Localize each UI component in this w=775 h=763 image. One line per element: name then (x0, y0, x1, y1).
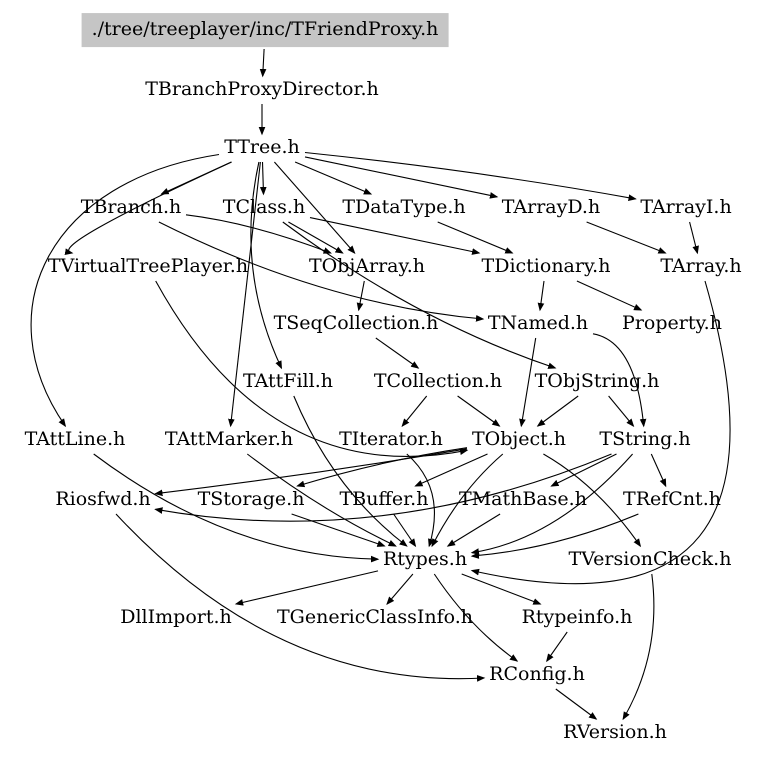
graph-edge-tdatatype-tdictionary (437, 221, 514, 254)
graph-edge-rconfig-rversion (555, 688, 598, 720)
graph-edge-ttree-tdatatype (294, 161, 373, 195)
graph-edge-tobjstring-tobject (536, 395, 579, 427)
graph-edge-tobject-tbuffer (414, 453, 488, 487)
graph-node-tdictionary[interactable]: TDictionary.h (481, 255, 611, 278)
graph-edge-ttree-tattline (30, 153, 220, 428)
graph-edge-tnamed-tobject (519, 337, 537, 428)
graph-edge-tarrayi-tarray (689, 221, 699, 255)
graph-edge-tstring-trefcnt (650, 453, 667, 488)
graph-edge-tobject-riosfwd (154, 448, 468, 497)
graph-node-tobject[interactable]: TObject.h (471, 428, 567, 451)
graph-edge-ttree-tarrayi (304, 151, 637, 201)
graph-node-tattmarker[interactable]: TAttMarker.h (164, 428, 294, 451)
graph-node-tarray[interactable]: TArray.h (660, 255, 742, 278)
graph-edge-tobject-tstorage (296, 447, 468, 488)
graph-node-tclass[interactable]: TClass.h (222, 196, 306, 219)
graph-node-tgenericclassinfo[interactable]: TGenericClassInfo.h (277, 606, 473, 629)
graph-edge-rtypes-rconfig (433, 573, 519, 662)
graph-node-dllimport[interactable]: DllImport.h (120, 606, 232, 629)
graph-edge-rtypes-rtypeinfo (461, 573, 542, 605)
graph-edge-tattfill-rtypes (293, 395, 408, 547)
graph-edge-titerator-rtypes (406, 453, 435, 548)
graph-edge-tarray-rtypes (470, 280, 731, 585)
graph-edge-ttree-tarrayd (304, 156, 499, 199)
graph-node-tvirtualtreeplayer[interactable]: TVirtualTreePlayer.h (47, 255, 249, 278)
graph-edge-tclass-tobjarray (288, 221, 344, 254)
graph-node-branchproxydirector[interactable]: TBranchProxyDirector.h (145, 78, 379, 101)
graph-node-trefcnt[interactable]: TRefCnt.h (623, 488, 721, 511)
graph-edge-riosfwd-rconfig (115, 513, 486, 682)
graph-edge-tdictionary-tnamed (537, 280, 545, 312)
graph-edge-ttree-tvirtualtreeplayer (64, 161, 232, 255)
graph-edge-friendproxy-branchproxydirector (259, 48, 267, 78)
graph-node-tarrayi[interactable]: TArrayI.h (640, 196, 732, 219)
graph-edge-tstring-riosfwd (154, 453, 612, 522)
graph-edge-tclass-tobjstring (282, 221, 557, 369)
graph-edge-tnamed-tstring (592, 333, 647, 428)
graph-edge-tdictionary-property (576, 280, 643, 311)
graph-edge-tobject-rtypes (431, 453, 504, 548)
graph-edge-tbranch-tnamed (158, 221, 485, 322)
graph-edge-ttree-tclass (259, 161, 267, 196)
graph-node-tcollection[interactable]: TCollection.h (373, 370, 503, 393)
graph-node-friendproxy: ./tree/treeplayer/inc/TFriendProxy.h (81, 13, 449, 47)
graph-edge-tobject-tversioncheck (543, 453, 642, 548)
graph-node-tobjstring[interactable]: TObjString.h (534, 370, 660, 393)
graph-node-tdatatype[interactable]: TDataType.h (342, 196, 466, 219)
graph-edge-tattline-rtypes (93, 453, 380, 563)
graph-edge-rtypeinfo-rconfig (546, 631, 568, 663)
graph-edge-tobjstring-tstring (608, 395, 635, 428)
graph-edge-tversioncheck-rversion (622, 573, 655, 721)
graph-edge-ttree-tattmarker (228, 161, 261, 428)
graph-node-tobjarray[interactable]: TObjArray.h (308, 255, 426, 278)
graph-node-tbranch[interactable]: TBranch.h (80, 196, 182, 219)
graph-edge-rtypes-dllimport (234, 570, 379, 606)
graph-edge-tclass-tdictionary (309, 217, 481, 255)
graph-node-riosfwd[interactable]: Riosfwd.h (55, 488, 151, 511)
graph-node-tstring[interactable]: TString.h (599, 428, 691, 451)
graph-node-rversion[interactable]: RVersion.h (563, 721, 667, 744)
graph-edge-tbuffer-rtypes (393, 513, 417, 548)
graph-edge-tmathbase-rtypes (446, 513, 501, 547)
graph-node-ttree[interactable]: TTree.h (224, 136, 300, 159)
graph-edge-ttree-tobjarray (273, 161, 356, 254)
graph-node-tseqcollection[interactable]: TSeqCollection.h (273, 312, 439, 335)
graph-node-tattline[interactable]: TAttLine.h (24, 428, 126, 451)
graph-edge-tstorage-rtypes (291, 513, 386, 547)
graph-node-tarrayd[interactable]: TArrayD.h (501, 196, 601, 219)
graph-node-property[interactable]: Property.h (622, 312, 722, 335)
graph-node-rconfig[interactable]: RConfig.h (489, 663, 585, 686)
graph-edge-tarrayd-tarray (586, 221, 667, 254)
graph-edge-rtypes-tgenericclassinfo (386, 573, 414, 606)
graph-edge-tbranch-tobjarray (185, 214, 332, 254)
graph-edge-ttree-tattfill (250, 161, 282, 370)
graph-node-tstorage[interactable]: TStorage.h (197, 488, 305, 511)
graph-node-rtypes[interactable]: Rtypes.h (382, 548, 468, 571)
graph-edge-tcollection-tobject (457, 395, 501, 427)
graph-edge-tobjarray-tseqcollection (356, 280, 365, 312)
graph-node-tbuffer[interactable]: TBuffer.h (339, 488, 429, 511)
graph-edge-tstring-rtypes (470, 453, 634, 555)
graph-edge-tcollection-titerator (401, 395, 428, 428)
graph-node-tversioncheck[interactable]: TVersionCheck.h (568, 548, 732, 571)
graph-node-rtypeinfo[interactable]: Rtypeinfo.h (521, 606, 633, 629)
graph-node-tmathbase[interactable]: TMathBase.h (459, 488, 587, 511)
graph-node-titerator[interactable]: TIterator.h (339, 428, 443, 451)
graph-edge-trefcnt-rtypes (470, 513, 639, 559)
graph-edge-tattmarker-rtypes (246, 453, 397, 547)
graph-node-tattfill[interactable]: TAttFill.h (243, 370, 333, 393)
graph-node-tnamed[interactable]: TNamed.h (487, 312, 589, 335)
graph-edge-tseqcollection-tcollection (375, 337, 420, 369)
graph-edge-tstring-tmathbase (550, 453, 617, 487)
